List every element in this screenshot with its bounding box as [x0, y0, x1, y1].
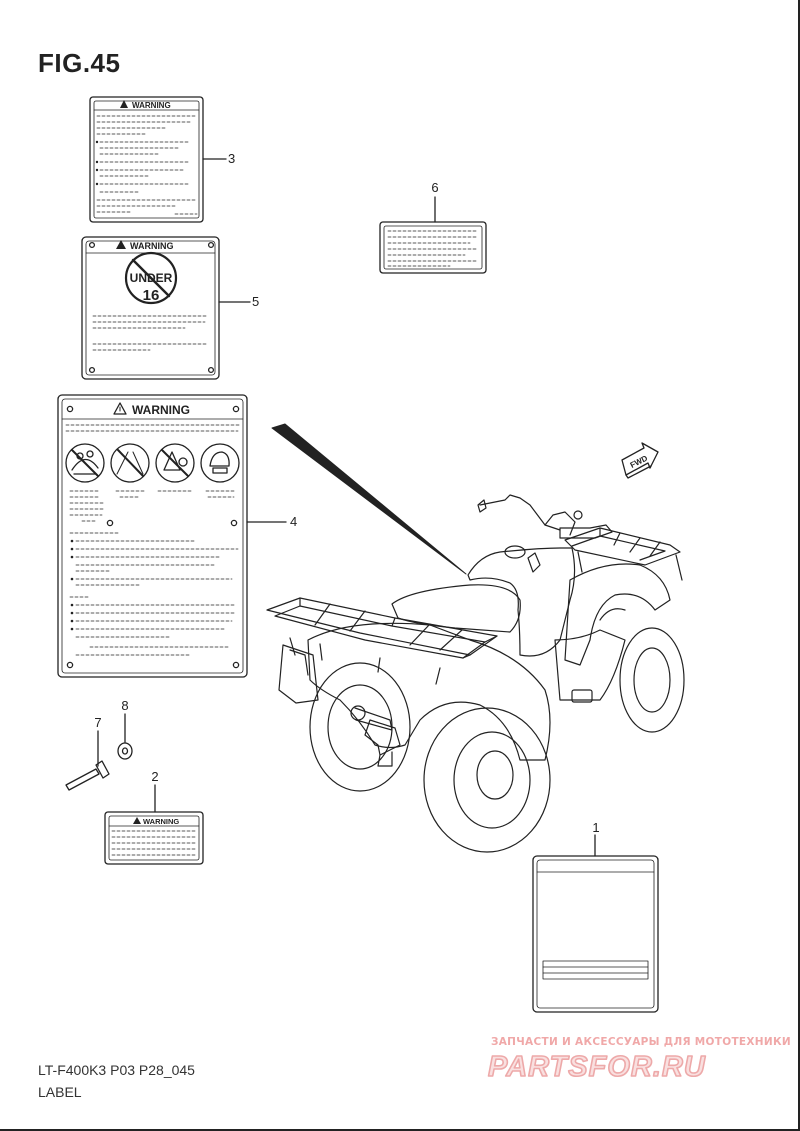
age-text: 16 — [143, 287, 160, 304]
pictogram-no-passenger-icon — [65, 443, 105, 483]
svg-text:PARTSFOR.RU: PARTSFOR.RU — [488, 1051, 706, 1083]
callout-3: 3 — [228, 151, 235, 166]
watermark-tagline: ЗАПЧАСТИ И АКСЕССУАРЫ ДЛЯ МОТОТЕХНИКИ — [491, 1036, 791, 1048]
label-4-main-warning-panel[interactable]: WARNING — [57, 394, 248, 678]
callout-1: 1 — [592, 820, 599, 835]
callout-5: 5 — [252, 294, 259, 309]
label-5-warning-text: WARNING — [130, 241, 174, 251]
fwd-direction-arrow-icon: FWD — [621, 442, 659, 479]
label-3-warning-text-sheet[interactable]: WARNING — [89, 96, 204, 223]
label-5-under-16-warning[interactable]: WARNING UNDER 16 — [81, 236, 220, 380]
pictogram-no-paved-road-icon — [110, 443, 150, 483]
figure-title: FIG.45 — [38, 48, 121, 78]
callout-2: 2 — [151, 769, 158, 784]
callout-4: 4 — [290, 514, 297, 529]
callout-8: 8 — [121, 698, 128, 713]
label-location-pointer — [271, 423, 467, 575]
label-6-text-sticker[interactable] — [379, 221, 487, 274]
partsfor-watermark-logo: PARTSFOR.RU — [487, 1050, 706, 1084]
footer-model-code: LT-F400K3 P03 P28_045 — [38, 1062, 195, 1078]
part-7-rivet-pin[interactable] — [65, 760, 110, 791]
pictogram-no-alcohol-icon — [155, 443, 195, 483]
label-4-warning-text: WARNING — [132, 403, 190, 417]
label-2-warning-sticker[interactable]: WARNING — [104, 811, 204, 865]
label-2-warning-text: WARNING — [143, 817, 179, 826]
label-3-warning-text: WARNING — [132, 101, 171, 110]
footer-section-name: LABEL — [38, 1084, 82, 1100]
under-16-prohibition-icon: UNDER 16 — [124, 251, 178, 305]
callout-7: 7 — [94, 715, 101, 730]
part-8-washer[interactable] — [117, 742, 133, 760]
atv-illustration — [266, 494, 685, 853]
pictogram-helmet-gear-icon — [200, 443, 240, 483]
label-1-id-plate[interactable] — [532, 855, 659, 1013]
callout-6: 6 — [431, 180, 438, 195]
